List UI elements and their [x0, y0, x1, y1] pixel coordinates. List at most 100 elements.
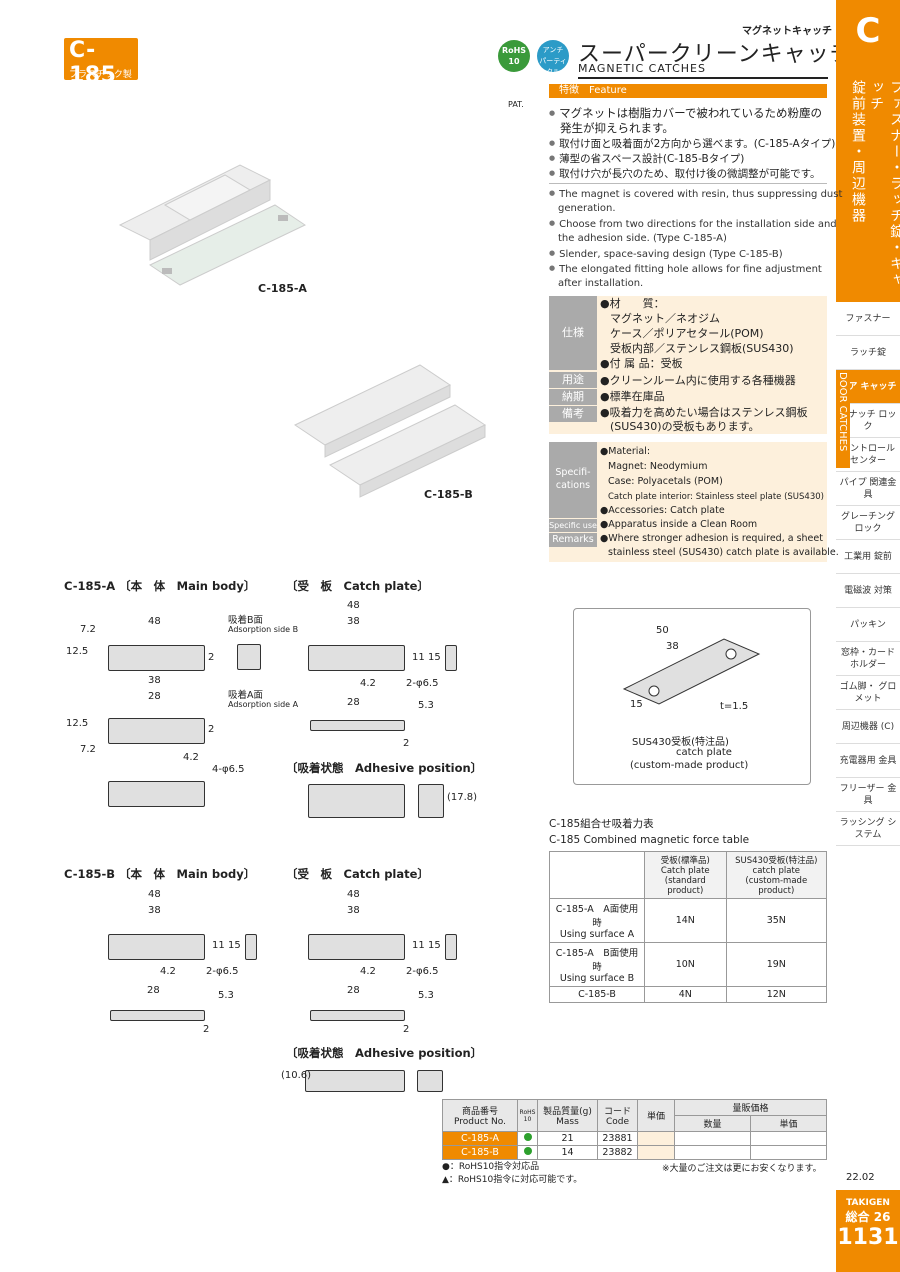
dim-ap-2: 2	[403, 738, 410, 749]
anti-particle-icon: アンチパーティクル	[537, 40, 569, 76]
nav-control[interactable]: コントロール センター	[836, 438, 900, 472]
nav-snatch-lock[interactable]: スナッチ ロック	[836, 404, 900, 438]
force-table: 受板(標準品)Catch plate(standard product) SUS…	[549, 851, 828, 1003]
plate-cap3: (custom-made product)	[630, 760, 749, 771]
category-label: マグネットキャッチ	[742, 26, 832, 37]
a-body-top	[108, 645, 205, 671]
dim-a-48: 48	[148, 616, 161, 627]
dim-bp-11: 11	[412, 940, 425, 951]
feature-en-4: The elongated fitting hole allows for fi…	[549, 261, 822, 277]
nav-packing[interactable]: パッキン	[836, 608, 900, 642]
dim-bp-2: 2	[403, 1024, 410, 1035]
ads-a-en: Adsorption side A	[228, 700, 299, 709]
drawing-b-main-title: C-185-B 〔本 体 Main body〕	[64, 867, 256, 881]
dim-a-12-5b: 12.5	[66, 718, 89, 729]
spec-en-5: ●Accessories: Catch plate	[600, 505, 725, 516]
nav-pipe[interactable]: パイプ 関連金具	[836, 472, 900, 506]
spec-ja-4: 受板内部／ステンレス鋼板(SUS430)	[610, 342, 794, 355]
nav-charger[interactable]: 充電器用 金具	[836, 744, 900, 778]
spec-en-1: ●Material:	[600, 446, 651, 457]
nav-rubber-feet[interactable]: ゴム脚・ グロメット	[836, 676, 900, 710]
b-body-top	[108, 934, 205, 960]
rohs-dot	[523, 1147, 532, 1155]
page-subtitle: MAGNETIC CATCHES	[578, 62, 706, 75]
dim-ap-hole: 2-φ6.5	[406, 678, 439, 689]
patent-mark: PAT.	[508, 100, 524, 109]
feature-ja-1b: 発生が抑えられます。	[560, 121, 674, 135]
dim-bp-28: 28	[347, 985, 360, 996]
remarks-en-1: ●Where stronger adhesion is required, a …	[600, 533, 823, 544]
use-label: 用途	[549, 372, 597, 388]
b-adh-front	[305, 1070, 405, 1092]
nav-grating[interactable]: グレーチング ロック	[836, 506, 900, 540]
product-code: C-185	[69, 38, 117, 88]
photo-c185a	[118, 164, 307, 286]
nav-lashing[interactable]: ラッシング システム	[836, 812, 900, 846]
dim-bp-5-3: 5.3	[418, 990, 434, 1001]
a-plate-end	[445, 645, 457, 671]
a-adh-end	[418, 784, 444, 818]
material-note: プラスチック製	[69, 70, 132, 80]
dim-ap-5-3: 5.3	[418, 700, 434, 711]
nav-fastener[interactable]: ファスナー	[836, 302, 900, 336]
b-body-side	[110, 1010, 205, 1021]
dim-b-48: 48	[148, 889, 161, 900]
ads-b-ja: 吸着B面	[228, 615, 264, 626]
dim-ap-4-2: 4.2	[360, 678, 376, 689]
revision-date: 22.02	[846, 1172, 875, 1183]
product-code-badge: C-185 プラスチック製	[64, 38, 138, 88]
notes: ●：RoHS10指令対応品▲：RoHS10指令に対応可能です。	[442, 1162, 583, 1185]
plate-50: 50	[656, 625, 669, 636]
feature-en-2: Choose from two directions for the insta…	[549, 216, 837, 232]
rohs-dot	[523, 1133, 532, 1141]
dim-ap-15: 15	[428, 652, 441, 663]
section-tab[interactable]: C	[836, 0, 900, 62]
feature-ja-1: マグネットは樹脂カバーで被われているため粉塵の	[549, 106, 822, 121]
feature-divider	[549, 183, 827, 184]
drawing-a-plate-title: 〔受 板 Catch plate〕	[286, 579, 429, 593]
dim-bp-hole: 2-φ6.5	[406, 966, 439, 977]
bulk-note: ※大量のご注文は更にお安くなります。	[662, 1164, 822, 1174]
spec-ja-1: ●材 質：	[600, 297, 665, 310]
drawing-b-adh-title: 〔吸着状態 Adhesive position〕	[286, 1046, 483, 1060]
nav-emi[interactable]: 電磁波 対策	[836, 574, 900, 608]
a-body-side	[108, 718, 205, 744]
feature-ja-2: 取付け面と吸着面が2方向から選べます。(C-185-Aタイプ)	[549, 136, 835, 152]
spec-en-4: Catch plate interior: Stainless steel pl…	[608, 492, 824, 502]
remarks-en-2: stainless steel (SUS430) catch plate is …	[608, 547, 839, 558]
dim-a-7-2: 7.2	[80, 624, 96, 635]
dim-a-28: 28	[148, 691, 161, 702]
dim-bp-4-2: 4.2	[360, 966, 376, 977]
spec-ja-3: ケース／ポリアセタール(POM)	[610, 327, 764, 340]
dim-bp-38: 38	[347, 905, 360, 916]
section-title: ファスナー・ラッチ錠・キャッチ	[868, 80, 900, 288]
section-strip: ファスナー・ラッチ錠・キャッチ 錠前装置・周辺機器	[836, 62, 900, 302]
total-index: 総合 26	[845, 1210, 891, 1224]
plate-cap1: SUS430受板(特注品)	[632, 737, 729, 748]
dim-ap-38: 38	[347, 616, 360, 627]
door-catches-strip: DOOR CATCHES	[836, 370, 850, 468]
nav-peripheral[interactable]: 周辺機器 (C)	[836, 710, 900, 744]
ads-a-ja: 吸着A面	[228, 690, 263, 701]
nav-industrial-lock[interactable]: 工業用 錠前	[836, 540, 900, 574]
spec-ja-5: ●付 属 品：受板	[600, 357, 683, 370]
nav-freezer[interactable]: フリーザー 金具	[836, 778, 900, 812]
photo-c185b	[293, 364, 487, 498]
dim-b-hole: 2-φ6.5	[206, 966, 239, 977]
catch-plate-box: 50 38 15 t=1.5 SUS430受板(特注品) catch plate…	[573, 608, 811, 785]
nav-latch[interactable]: ラッチ錠	[836, 336, 900, 370]
photo-label-a: C-185-A	[258, 282, 307, 295]
dim-b-2: 2	[203, 1024, 210, 1035]
dim-bp-48: 48	[347, 889, 360, 900]
b-adh-end	[417, 1070, 443, 1092]
drawing-b-plate-title: 〔受 板 Catch plate〕	[286, 867, 429, 881]
remarks-en-label: Remarks	[549, 533, 597, 547]
nav-window-card[interactable]: 窓枠・カード ホルダー	[836, 642, 900, 676]
remarks-label: 備考	[549, 406, 597, 422]
a-body-bottom	[108, 781, 205, 807]
ads-b-en: Adsorption side B	[228, 625, 299, 634]
